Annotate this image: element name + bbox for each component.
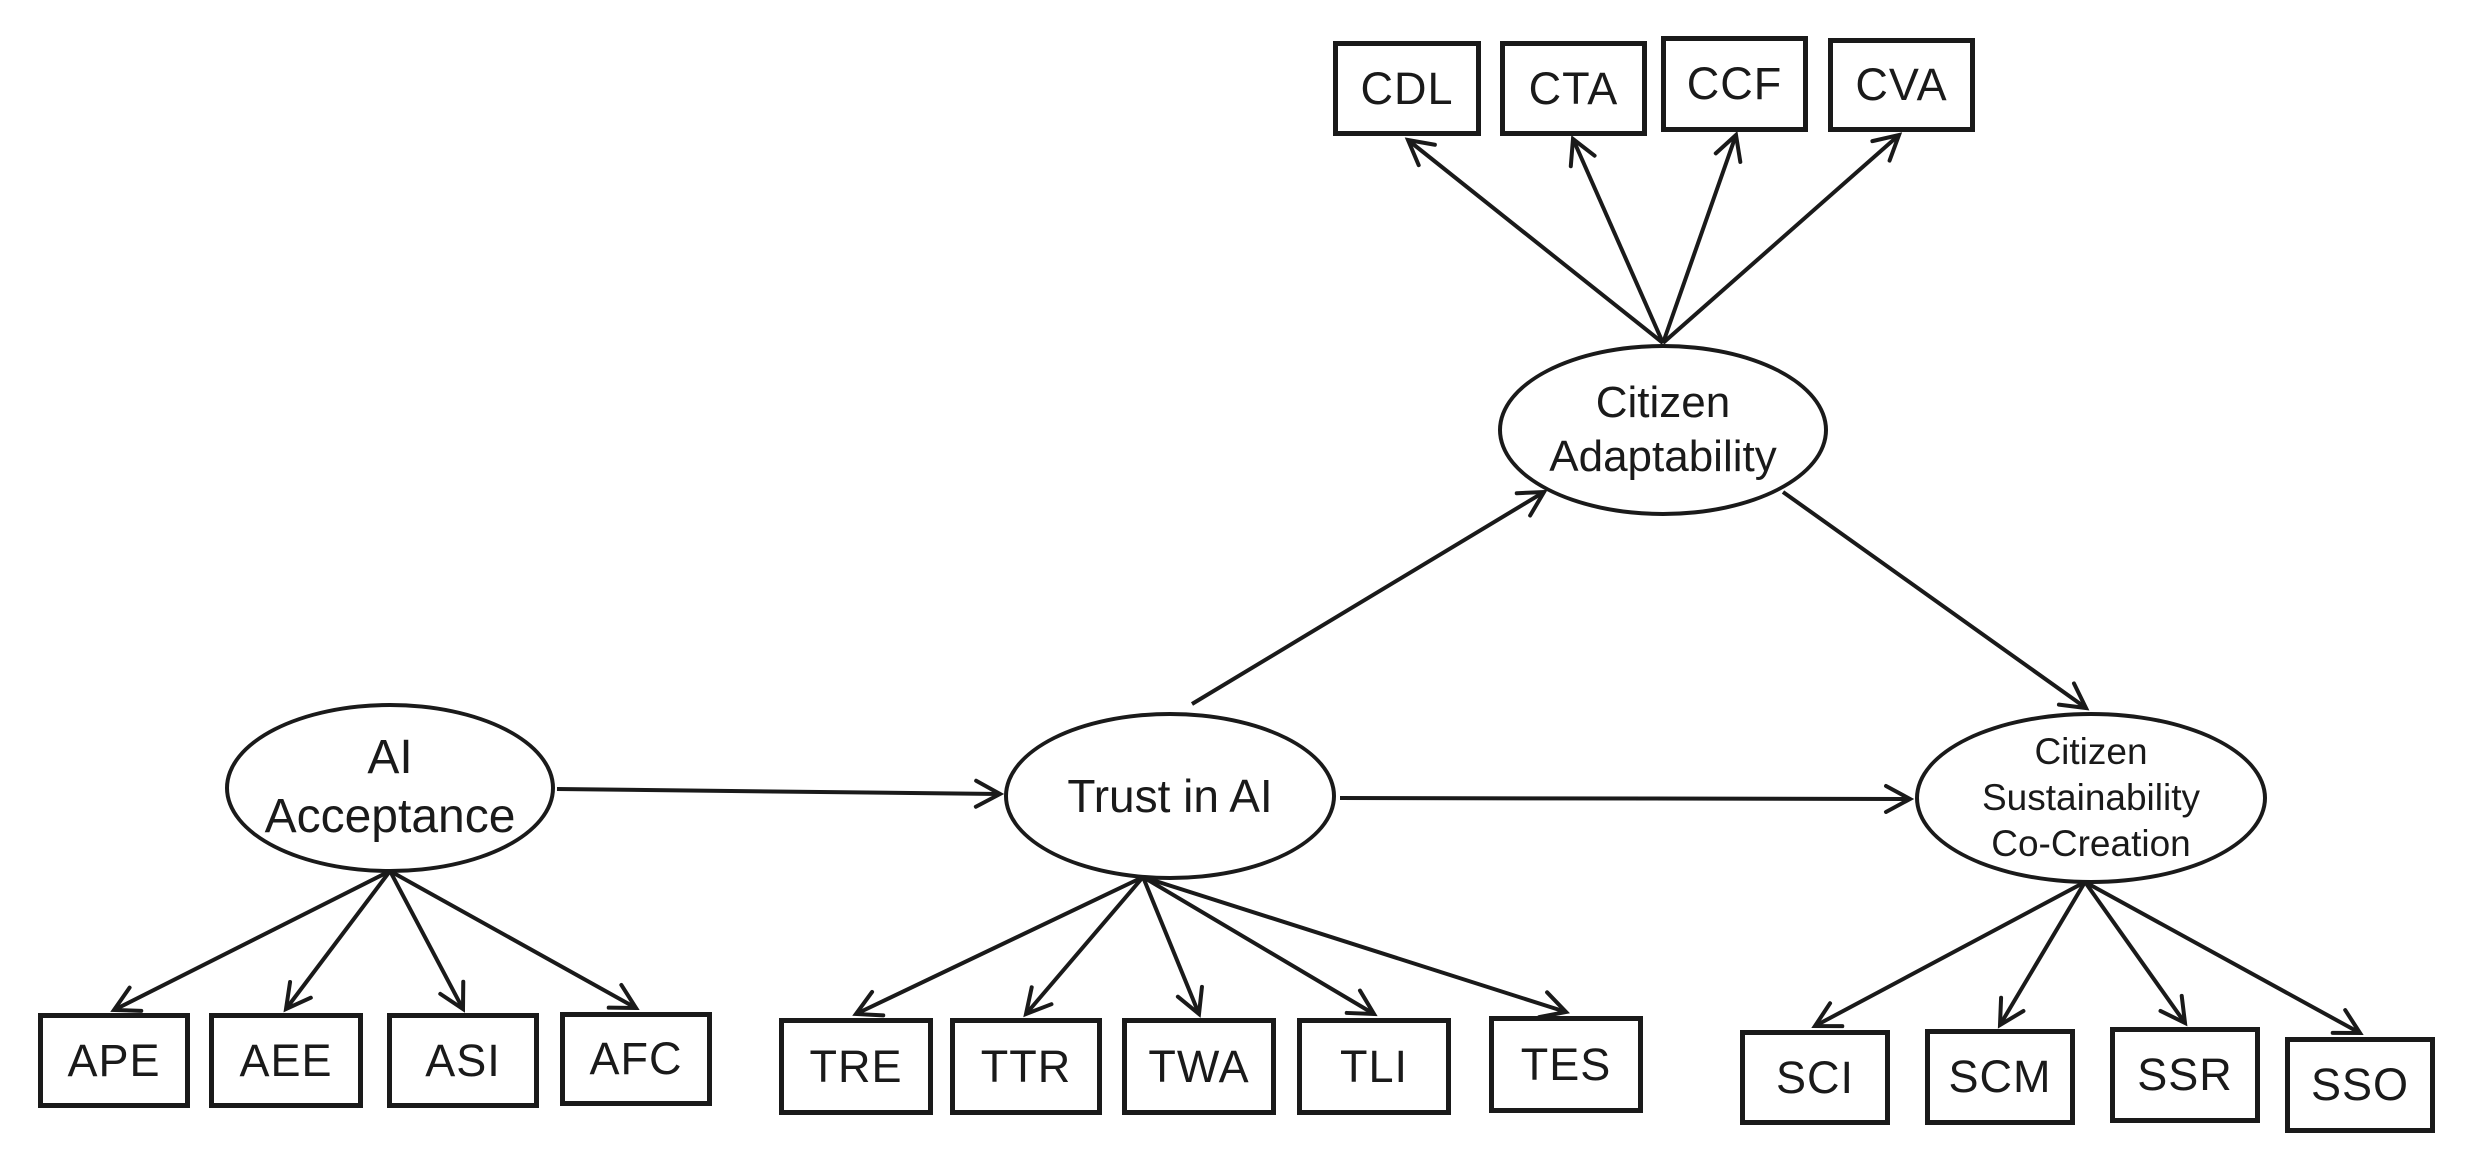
loading-arrow-afc [389,869,640,1011]
indicator-box-ttr: TTR [950,1018,1102,1115]
loading-arrow-ssr [2083,880,2188,1027]
latent-ellipse-citizen-sustainability: Citizen Sustainability Co-Creation [1915,712,2267,884]
indicator-box-ccf: CCF [1661,36,1808,132]
loading-arrow-ape [110,869,391,1013]
loading-arrow-sci [1811,880,2086,1029]
latent-ellipse-trust-in-ai: Trust in AI [1004,712,1336,880]
loading-arrow-tre [852,875,1144,1018]
path-arrow-trust-to-adaptability [1190,489,1548,706]
loading-arrow-cta [1568,135,1665,344]
indicator-box-cva: CVA [1828,38,1975,132]
indicator-box-afc: AFC [560,1012,712,1106]
loading-arrow-asi [388,870,466,1013]
latent-ellipse-ai-acceptance: AI Acceptance [225,703,555,873]
indicator-box-ssr: SSR [2110,1027,2260,1123]
loading-arrow-cva [1661,132,1903,345]
loading-arrow-scm [1997,880,2087,1029]
indicator-box-cdl: CDL [1333,41,1481,136]
path-arrow-adaptability-to-sustainability [1781,490,2090,711]
loading-arrow-tli [1141,875,1378,1017]
path-arrow-ai-acceptance-to-trust [556,778,1005,809]
loading-arrow-twa [1141,876,1204,1018]
indicator-box-tli: TLI [1297,1018,1451,1115]
latent-ellipse-citizen-adaptability: Citizen Adaptability [1498,344,1828,516]
indicator-box-cta: CTA [1500,41,1647,136]
indicator-box-asi: ASI [387,1013,539,1108]
indicator-box-aee: AEE [209,1013,363,1108]
indicator-box-scm: SCM [1925,1029,2075,1125]
loading-arrow-sso [2084,880,2364,1036]
indicator-box-ape: APE [38,1013,190,1108]
path-arrow-trust-to-sustainability [1339,783,1915,814]
indicator-box-sci: SCI [1740,1030,1890,1125]
indicator-box-tes: TES [1489,1016,1643,1113]
loading-arrow-aee [283,869,392,1013]
loading-arrow-cdl [1404,137,1665,345]
loading-arrow-tes [1142,875,1571,1020]
loading-arrow-ttr [1023,875,1145,1018]
indicator-box-tre: TRE [779,1018,933,1115]
loading-arrow-ccf [1661,131,1743,344]
indicator-box-sso: SSO [2285,1037,2435,1133]
indicator-box-twa: TWA [1122,1018,1276,1115]
